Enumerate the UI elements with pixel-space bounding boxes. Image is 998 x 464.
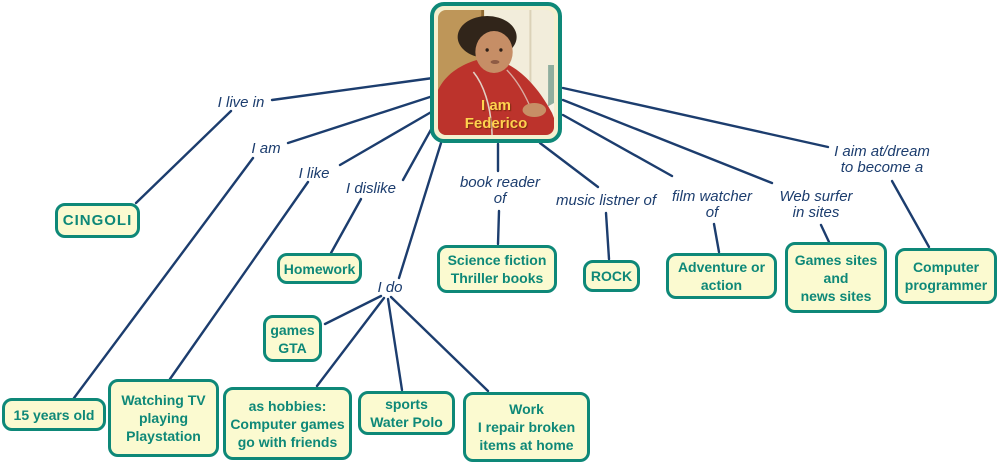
photo-caption: I am Federico [464, 97, 528, 132]
edge-i-am-1 [286, 94, 435, 145]
edge-i-do-games [323, 294, 383, 326]
boy-mouth [490, 60, 500, 64]
edge-film-2 [712, 222, 721, 254]
sweater-seam [506, 69, 531, 106]
node-games-sites[interactable]: Games sites and news sites [785, 242, 887, 313]
green-strip [548, 65, 554, 135]
edge-i-like-2 [168, 180, 310, 381]
edge-i-do-main [397, 141, 443, 280]
sweater-zipper [472, 71, 493, 135]
photo-illustration [438, 10, 554, 135]
edge-label-live-in: I live in [217, 94, 265, 111]
node-15-years-old[interactable]: 15 years old [2, 398, 106, 431]
edge-i-dislike-1 [401, 124, 435, 182]
edge-label-film-watcher: film watcher of [671, 188, 753, 221]
federico-photo-node[interactable]: I am Federico [430, 2, 562, 143]
edge-label-i-am: I am [251, 140, 281, 157]
edge-i-do-hobbies [315, 296, 386, 388]
edge-label-i-like: I like [298, 165, 330, 182]
edge-music-1 [538, 141, 600, 189]
edge-live-in-2 [134, 109, 233, 205]
edge-book-2 [496, 209, 501, 246]
node-games-gta[interactable]: games GTA [263, 315, 322, 362]
edge-aim-1 [561, 86, 830, 149]
boy-face [475, 31, 513, 73]
edge-label-web-surfer: Web surfer in sites [779, 188, 853, 221]
boy-eye-left [485, 48, 489, 52]
edge-label-music-listner: music listner of [555, 192, 657, 209]
node-work-repair[interactable]: Work I repair broken items at home [463, 392, 590, 462]
edge-i-do-work [389, 295, 490, 393]
node-science-fiction[interactable]: Science fiction Thriller books [437, 245, 557, 293]
edge-live-in-1 [270, 76, 435, 102]
edge-i-like-1 [338, 109, 435, 167]
red-sweater [438, 58, 554, 135]
edge-film-1 [561, 113, 674, 178]
edge-i-am-2 [72, 156, 255, 400]
edge-label-book-reader: book reader of [459, 174, 541, 207]
hand [522, 103, 547, 117]
edge-label-i-dislike: I dislike [345, 180, 397, 197]
node-rock[interactable]: ROCK [583, 260, 640, 292]
edge-i-dislike-2 [329, 197, 363, 255]
edge-web-1 [561, 98, 774, 185]
edge-aim-2 [890, 179, 931, 249]
edge-label-i-do: I do [377, 279, 403, 296]
edge-music-2 [604, 211, 611, 261]
door-frame-line [529, 10, 532, 135]
edge-web-2 [819, 223, 831, 244]
node-homework[interactable]: Homework [277, 253, 362, 284]
node-cingoli[interactable]: CINGOLI [55, 203, 140, 238]
edge-label-i-aim: I aim at/dream to become a [834, 143, 930, 176]
edge-i-do-sports [386, 297, 404, 392]
node-sports-water-polo[interactable]: sports Water Polo [358, 391, 455, 435]
node-hobbies[interactable]: as hobbies: Computer games go with frien… [223, 387, 352, 460]
node-computer-programmer[interactable]: Computer programmer [895, 248, 997, 304]
node-adventure-action[interactable]: Adventure or action [666, 253, 777, 299]
federico-photo: I am Federico [438, 10, 554, 135]
node-watching-tv[interactable]: Watching TV playing Playstation [108, 379, 219, 457]
boy-eye-right [499, 48, 503, 52]
